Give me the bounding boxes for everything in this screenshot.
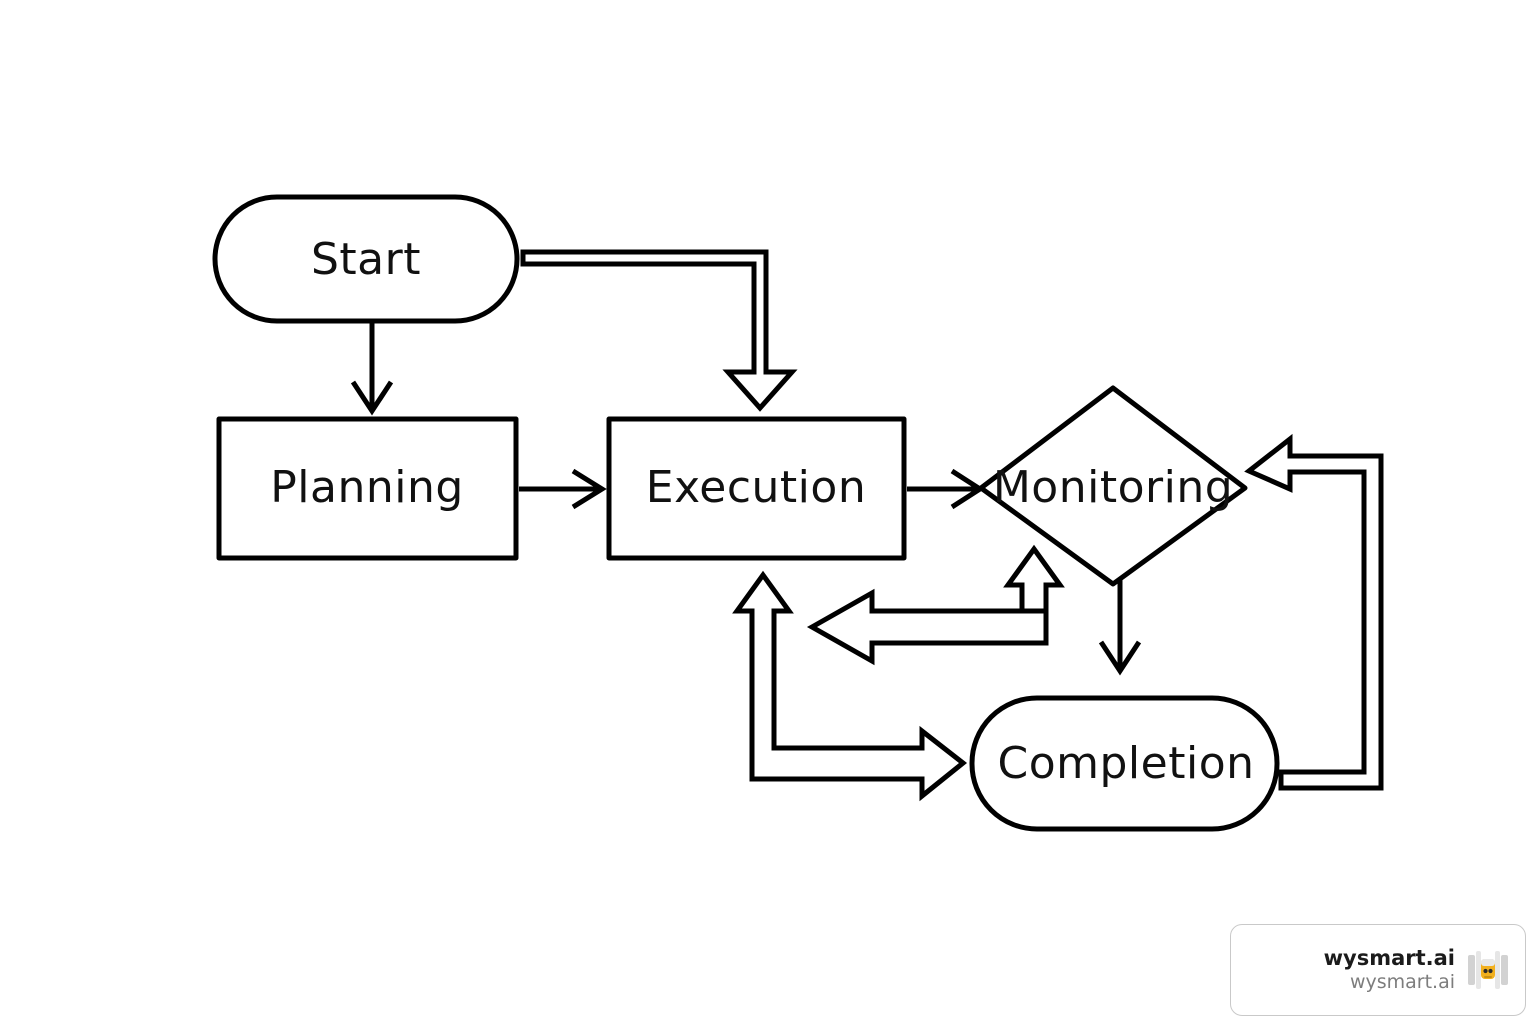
edge-planning-to-execution (519, 468, 607, 510)
start-shape (212, 194, 520, 324)
watermark-title: wysmart.ai (1323, 946, 1455, 970)
edge-execution-to-monitoring (907, 468, 985, 510)
execution-label: Execution (646, 462, 866, 513)
edge-completion-to-monitoring (1244, 433, 1384, 791)
node-planning[interactable]: Planning (216, 416, 519, 561)
planning-shape (216, 416, 519, 561)
execution-shape (606, 416, 907, 561)
watermark-text: wysmart.ai wysmart.ai (1324, 945, 1455, 995)
completion-shape (969, 695, 1280, 832)
edge-start-to-execution (520, 249, 798, 412)
robot-icon (1468, 951, 1508, 989)
monitoring-shape (978, 385, 1248, 587)
node-execution[interactable]: Execution (606, 416, 907, 561)
start-label: Start (311, 234, 421, 285)
edge-start-to-planning (350, 322, 394, 416)
planning-label: Planning (270, 462, 464, 513)
watermark-badge: wysmart.ai wysmart.ai (1230, 924, 1526, 1016)
edge-completion-to-execution (732, 570, 968, 802)
node-monitoring[interactable]: Monitoring (978, 385, 1248, 587)
watermark-subtitle: wysmart.ai (1349, 971, 1455, 994)
edge-monitoring-to-execution (806, 544, 1065, 666)
node-completion[interactable]: Completion (969, 695, 1280, 832)
monitoring-label: Monitoring (993, 462, 1233, 513)
edge-monitoring-to-completion (1098, 580, 1142, 676)
completion-label: Completion (997, 738, 1254, 789)
node-start[interactable]: Start (212, 194, 520, 324)
